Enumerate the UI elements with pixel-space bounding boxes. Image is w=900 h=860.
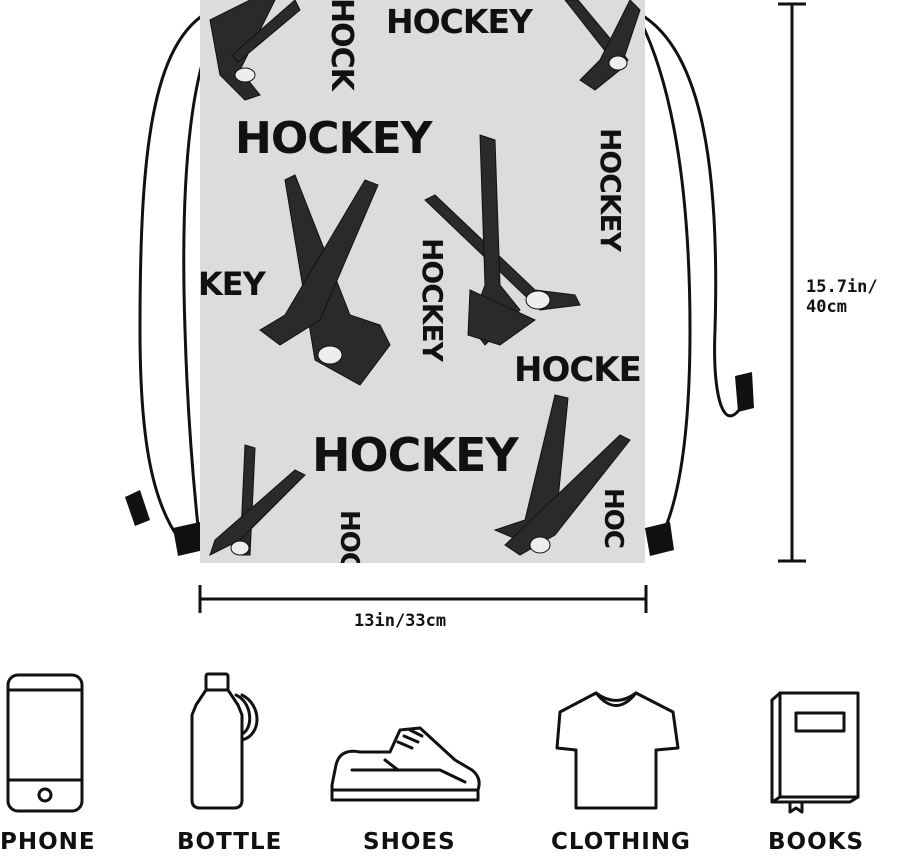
pattern-word-lower: HOCKEY xyxy=(312,428,519,482)
label-phone: PHONE xyxy=(0,829,96,855)
height-label: 15.7in/ 40cm xyxy=(806,277,878,317)
pattern-word-lower-vertical: HOCK xyxy=(334,510,364,563)
pattern-word-lower-right-vertical: HOC xyxy=(598,488,628,548)
tshirt-icon xyxy=(555,691,680,810)
bottle-icon xyxy=(190,672,259,810)
label-books: BOOKS xyxy=(768,829,865,855)
label-bottle: BOTTLE xyxy=(177,829,283,855)
pattern-word-right: HOCKE xyxy=(514,350,642,390)
pattern-word-upper-left: HOCKEY xyxy=(235,113,433,164)
label-clothing: CLOTHING xyxy=(551,829,691,855)
drawstring-bag: HOCKEY HOCK HOCKEY KEY HOCKEY HOCKEY HOC… xyxy=(200,0,645,563)
book-icon xyxy=(770,691,860,814)
label-shoes: SHOES xyxy=(363,829,456,855)
width-label: 13in/33cm xyxy=(354,611,447,631)
hockey-sticks-pattern xyxy=(209,0,641,556)
pattern-word-center-vertical: HOCKEY xyxy=(416,238,449,361)
pattern-word-left-partial: KEY xyxy=(200,265,266,303)
pattern-word-right-vertical: HOCKEY xyxy=(594,128,627,251)
shoe-icon xyxy=(330,726,481,802)
phone-icon xyxy=(6,673,84,813)
pattern-word-top: HOCKEY xyxy=(386,2,533,41)
pattern-word-top-vertical: HOCK xyxy=(324,0,359,90)
dimension-lines xyxy=(198,2,806,613)
